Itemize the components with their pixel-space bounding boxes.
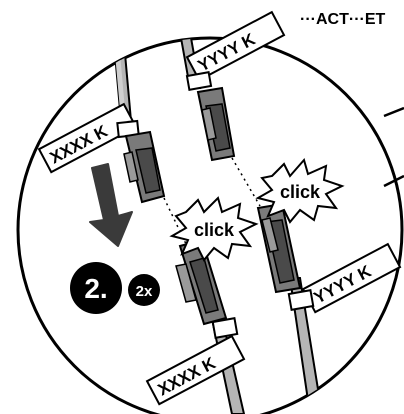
header-label: ···ACT···ET <box>300 11 386 28</box>
down-arrow-icon <box>89 163 133 247</box>
sleeve-top-right <box>185 71 213 91</box>
connector-top-left <box>123 130 166 204</box>
click-burst-right: click <box>255 157 345 224</box>
step-multiplier-badge: 2x <box>128 274 160 306</box>
connector-top-right <box>196 86 236 162</box>
click-burst-left: click <box>169 196 259 262</box>
step-number-text: 2. <box>84 273 107 304</box>
callout-leader <box>383 106 404 188</box>
sleeve-bottom-left <box>211 317 239 339</box>
connector-bottom-left <box>175 238 228 326</box>
connector-bottom-right <box>256 202 302 294</box>
step-multiplier-text: 2x <box>136 283 153 300</box>
sleeve-bottom-right <box>287 289 315 311</box>
click-text-left: click <box>194 220 235 240</box>
step-number-badge: 2. <box>70 262 122 314</box>
click-text-right: click <box>280 182 321 202</box>
